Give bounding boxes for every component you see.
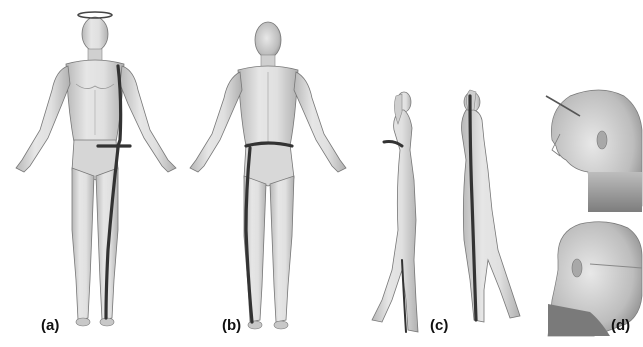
panel-label-d: (d) (611, 318, 630, 333)
panel-label-b: (b) (222, 318, 241, 333)
back-left-arm (294, 72, 346, 172)
front-right-leg (72, 168, 94, 320)
figure-side-view-1 (372, 92, 418, 332)
head-view-top (546, 90, 642, 212)
figure-side-view-2 (462, 90, 521, 322)
panel-label-c: (c) (430, 318, 448, 333)
front-head (82, 17, 108, 51)
front-left-arm (120, 66, 176, 172)
front-right-arm (16, 66, 70, 172)
back-right-arm (190, 72, 242, 172)
ear-icon (597, 131, 607, 149)
back-head (255, 22, 281, 58)
figure-back-view (190, 22, 346, 329)
panel-label-a: (a) (41, 318, 59, 333)
figure-front-view (16, 12, 176, 326)
back-left-leg (270, 176, 294, 322)
ear-icon (572, 259, 582, 277)
